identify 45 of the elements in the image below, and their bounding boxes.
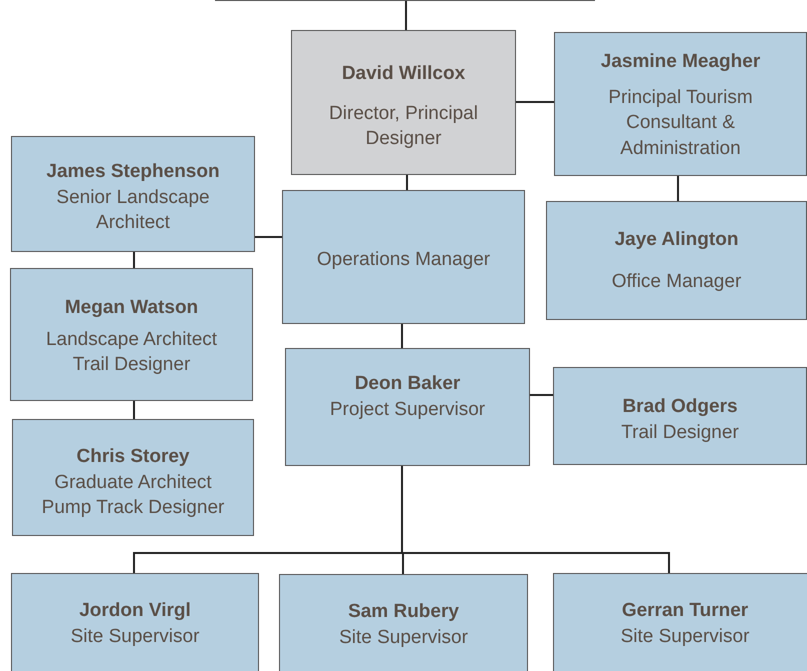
staff-box [11, 573, 259, 671]
director-box [291, 30, 516, 175]
connector-line [255, 236, 282, 238]
staff-box [10, 268, 253, 401]
staff-box [279, 574, 528, 671]
role-box [282, 190, 525, 324]
person-name: David Willcox [342, 62, 466, 86]
job-title: Senior Landscape Architect [55, 186, 211, 236]
person-name: Chris Storey [76, 445, 190, 469]
job-title: Director, Principal Designer [328, 102, 479, 152]
connector-line [401, 324, 403, 348]
person-name: Megan Watson [64, 296, 198, 320]
person-name: Brad Odgers [622, 395, 738, 419]
person-name: Deon Baker [354, 372, 460, 396]
job-title: Principal Tourism Consultant & Administration [607, 86, 754, 161]
staff-box [553, 573, 807, 671]
job-title: Project Supervisor [330, 398, 486, 422]
job-title: Office Manager [612, 270, 742, 294]
person-name: Jaye Alington [614, 228, 738, 252]
staff-box [12, 419, 254, 536]
staff-box [11, 136, 255, 252]
job-title: Site Supervisor [70, 624, 200, 649]
connector-line [530, 394, 553, 396]
job-title: Site Supervisor [339, 626, 468, 650]
job-title: Operations Manager [316, 248, 490, 272]
connector-line [405, 1, 407, 30]
job-title: Landscape Architect Trail Designer [44, 328, 218, 378]
connector-line [677, 176, 679, 201]
connector-line [516, 101, 554, 103]
staff-box [546, 201, 807, 320]
connector-line [406, 175, 408, 190]
job-title: Graduate Architect Pump Track Designer [40, 470, 226, 520]
person-name: Jordon Virgl [79, 599, 191, 623]
staff-box [553, 367, 807, 465]
connector-line [133, 401, 135, 419]
job-title: Trail Designer [621, 420, 739, 445]
person-name: Sam Rubery [348, 600, 459, 624]
person-name: James Stephenson [46, 160, 220, 184]
person-name: Gerran Turner [622, 599, 748, 623]
person-name: Jasmine Meagher [600, 50, 760, 74]
connector-line [133, 252, 135, 268]
connector-line [401, 466, 670, 573]
staff-box [285, 348, 530, 466]
staff-box [554, 32, 807, 176]
job-title: Site Supervisor [620, 624, 750, 649]
